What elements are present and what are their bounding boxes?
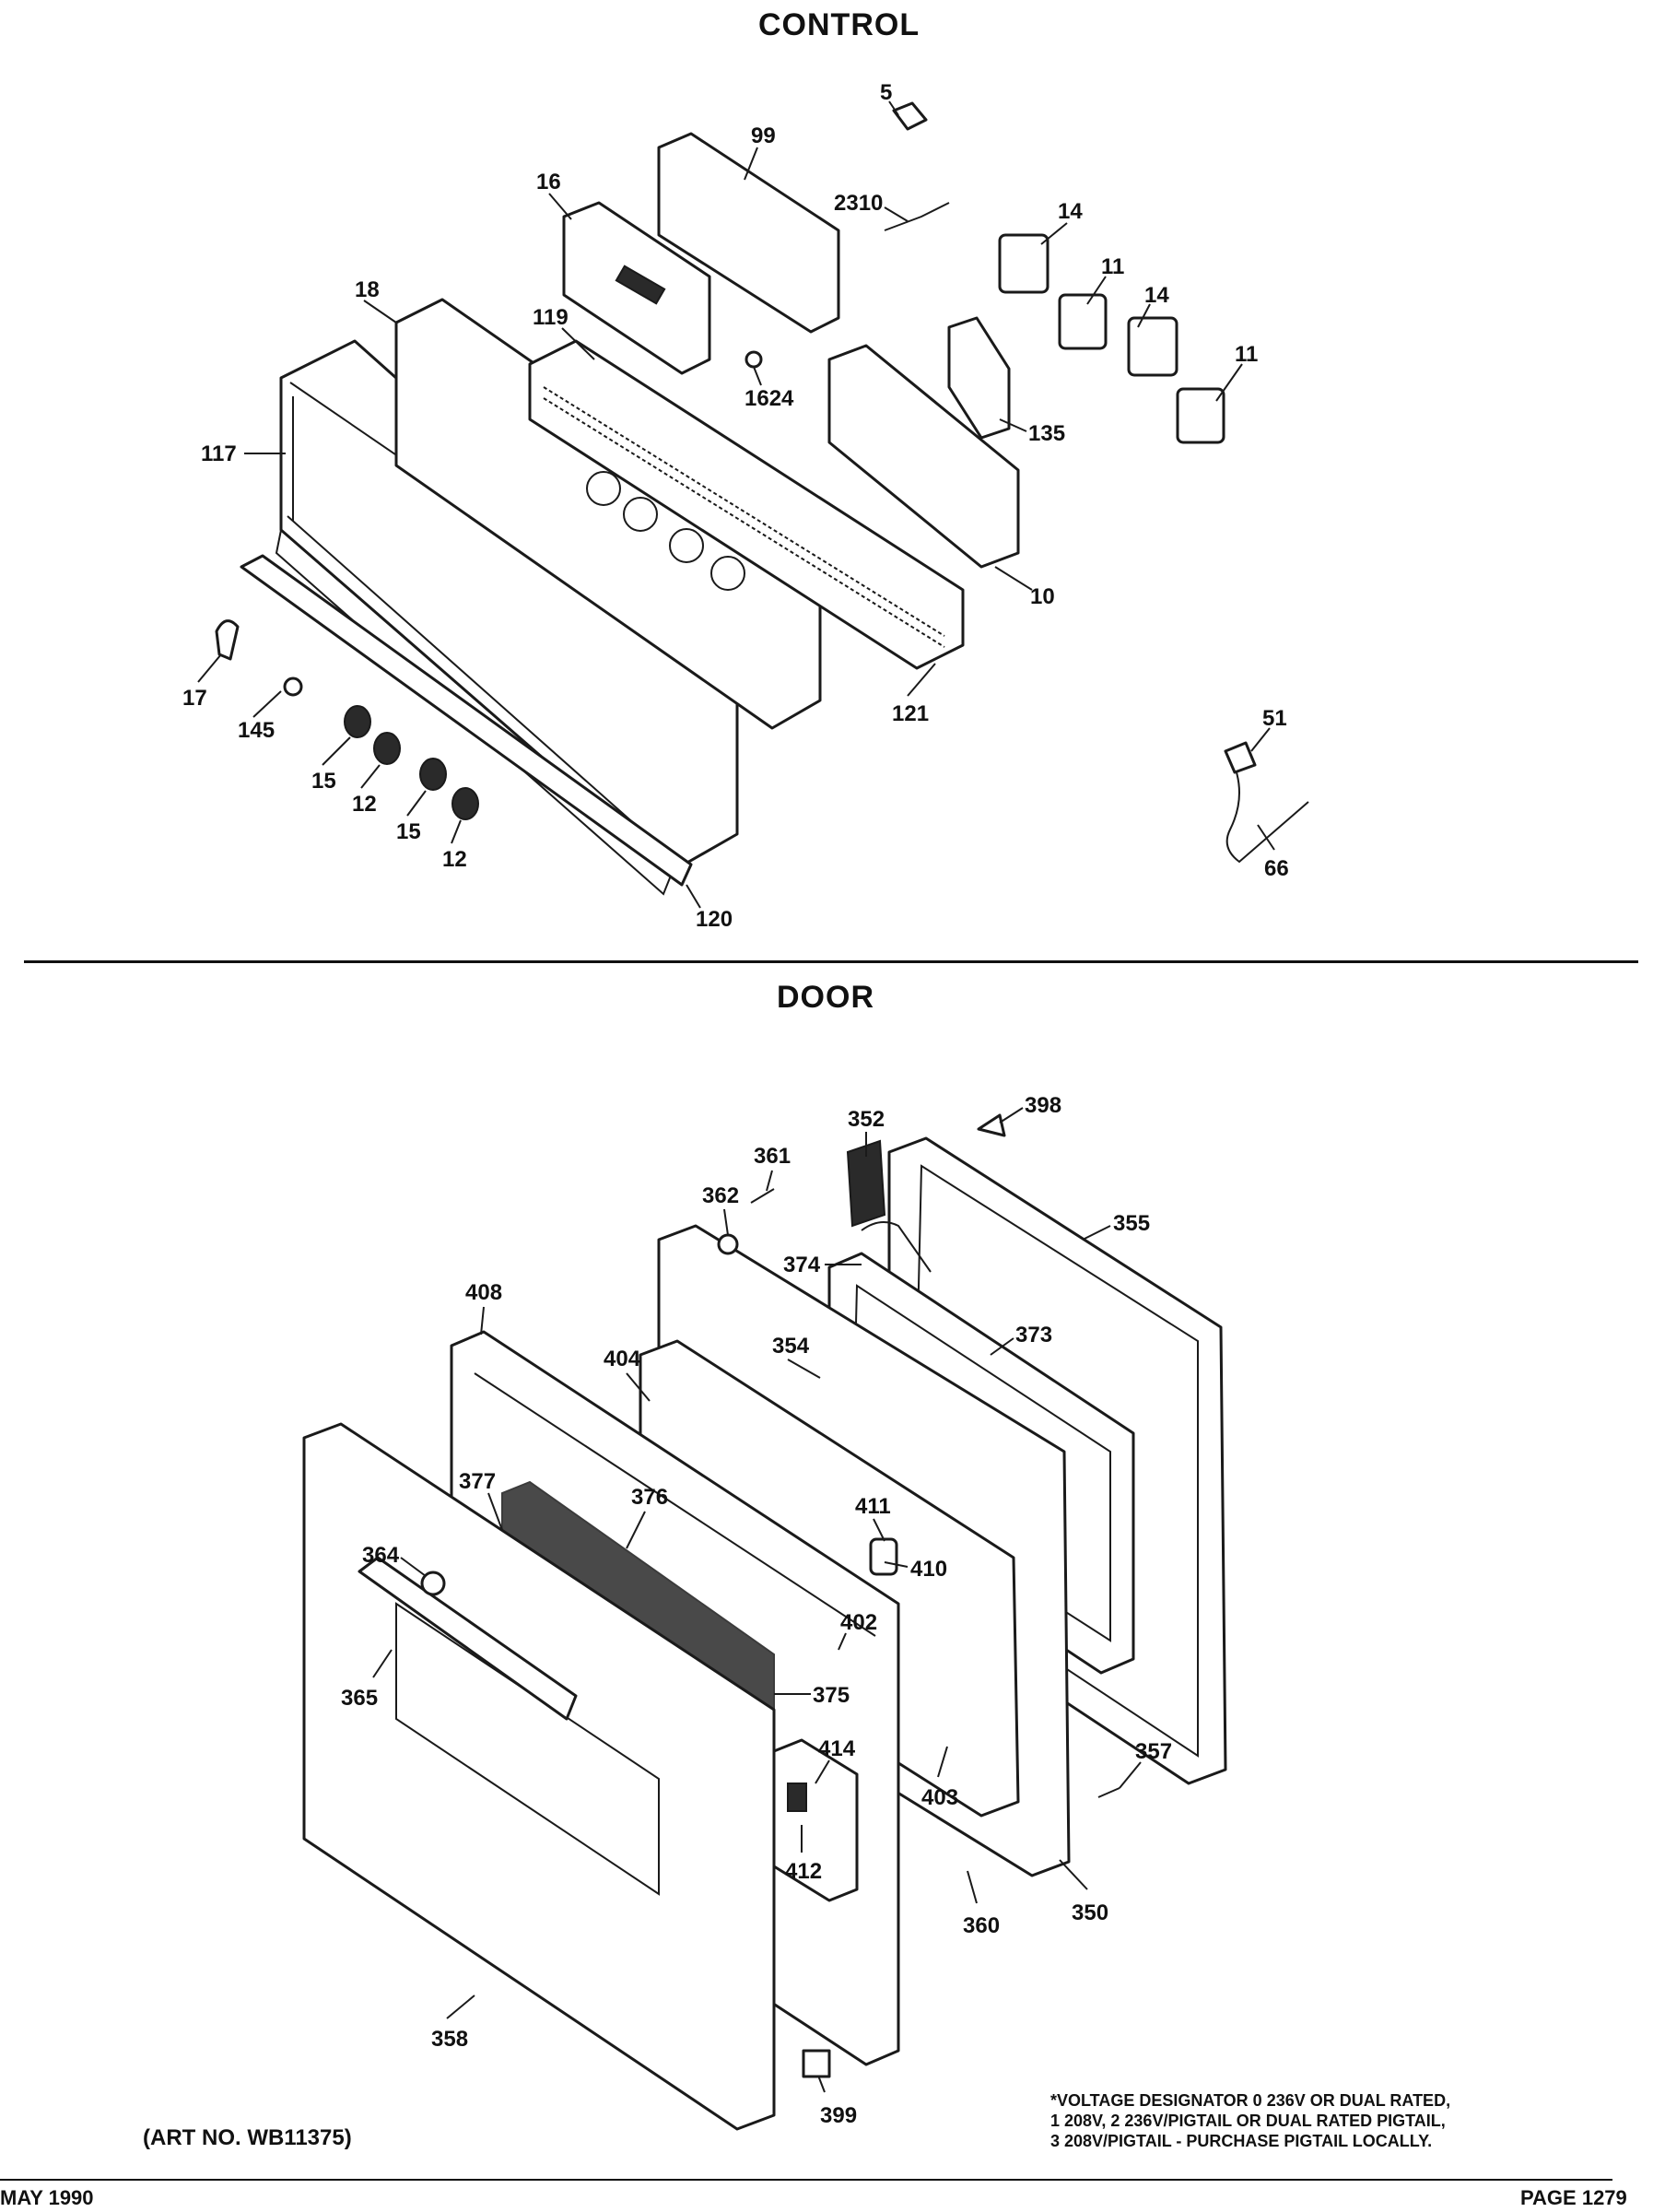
callout-414: 414 bbox=[818, 1736, 856, 1761]
control-callouts: 5 99 2310 16 14 11 14 11 18 119 1624 135… bbox=[182, 80, 1289, 932]
callout-398: 398 bbox=[1025, 1093, 1061, 1118]
callout-404: 404 bbox=[604, 1347, 641, 1371]
callout-352: 352 bbox=[848, 1107, 885, 1132]
callout-1624: 1624 bbox=[745, 386, 794, 411]
callout-365: 365 bbox=[341, 1686, 378, 1711]
callout-399: 399 bbox=[820, 2103, 857, 2128]
part-11-switch-a bbox=[1058, 293, 1108, 350]
voltage-note-line-1: *VOLTAGE DESIGNATOR 0 236V OR DUAL RATED… bbox=[1050, 2091, 1451, 2110]
callout-5: 5 bbox=[880, 80, 892, 105]
callout-15-b: 15 bbox=[396, 819, 421, 844]
callout-51: 51 bbox=[1262, 706, 1287, 731]
callout-364: 364 bbox=[362, 1543, 400, 1568]
callout-411: 411 bbox=[855, 1494, 891, 1519]
callout-362: 362 bbox=[702, 1183, 739, 1208]
control-leaders bbox=[197, 100, 1275, 909]
art-number: (ART NO. WB11375) bbox=[143, 2125, 352, 2150]
callout-376: 376 bbox=[631, 1485, 668, 1510]
callout-119: 119 bbox=[533, 305, 569, 330]
part-14-switch-b bbox=[1127, 316, 1178, 377]
callout-412: 412 bbox=[785, 1859, 822, 1884]
callout-120: 120 bbox=[696, 907, 733, 932]
part-120-trim bbox=[240, 554, 693, 887]
callout-15-a: 15 bbox=[311, 769, 336, 794]
callout-2310: 2310 bbox=[834, 191, 883, 216]
callout-373: 373 bbox=[1015, 1323, 1052, 1347]
door-section-title: DOOR bbox=[777, 980, 874, 1015]
part-357-screw bbox=[1097, 1787, 1120, 1798]
part-99-bracket bbox=[657, 132, 840, 334]
part-11-switch-b bbox=[1176, 387, 1225, 444]
part-15-knob-a bbox=[344, 705, 371, 738]
voltage-designator-note: *VOLTAGE DESIGNATOR 0 236V OR DUAL RATED… bbox=[1050, 2090, 1622, 2151]
door-parts bbox=[302, 1113, 1227, 2131]
part-1624-nut bbox=[745, 350, 763, 369]
part-145-clip bbox=[283, 677, 303, 697]
part-374-seal bbox=[861, 1221, 932, 1273]
callout-14-a: 14 bbox=[1058, 199, 1083, 224]
part-361-screw bbox=[750, 1188, 775, 1204]
voltage-note-line-2: 1 208V, 2 236V/PIGTAIL OR DUAL RATED PIG… bbox=[1050, 2112, 1446, 2130]
footer-page-number: PAGE 1279 bbox=[1520, 2186, 1627, 2209]
callout-350: 350 bbox=[1072, 1900, 1108, 1925]
part-352-seal bbox=[846, 1139, 886, 1228]
callout-99: 99 bbox=[751, 124, 776, 148]
callout-358: 358 bbox=[431, 2027, 468, 2052]
part-365-handle bbox=[358, 1556, 578, 1721]
part-362-washer bbox=[717, 1233, 739, 1255]
part-12-knob-a bbox=[373, 732, 401, 765]
part-5-socket bbox=[892, 101, 928, 131]
callout-121: 121 bbox=[892, 701, 929, 726]
callout-403: 403 bbox=[921, 1785, 958, 1810]
callout-361: 361 bbox=[754, 1144, 791, 1169]
callout-14-b: 14 bbox=[1144, 283, 1169, 308]
callout-117: 117 bbox=[201, 441, 237, 466]
section-divider bbox=[24, 960, 1638, 963]
control-section-title: CONTROL bbox=[758, 7, 920, 42]
callout-375: 375 bbox=[813, 1683, 850, 1708]
callout-18: 18 bbox=[355, 277, 380, 302]
part-12-knob-b bbox=[451, 787, 479, 820]
door-callouts: 398 352 361 362 355 374 408 373 404 354 … bbox=[341, 1093, 1172, 2128]
callout-357: 357 bbox=[1135, 1739, 1172, 1764]
callout-377: 377 bbox=[459, 1469, 496, 1494]
part-14-switch-a bbox=[998, 233, 1049, 294]
callout-11-b: 11 bbox=[1235, 342, 1258, 367]
part-51-connector bbox=[1224, 741, 1257, 774]
part-135-bracket bbox=[947, 316, 1011, 440]
callout-12-a: 12 bbox=[352, 792, 377, 817]
callout-17: 17 bbox=[182, 686, 207, 711]
part-399-block bbox=[802, 2049, 831, 2078]
voltage-note-line-3: 3 208V/PIGTAIL - PURCHASE PIGTAIL LOCALL… bbox=[1050, 2132, 1433, 2150]
part-17-bulb bbox=[215, 619, 240, 661]
part-10-plate bbox=[827, 344, 1020, 569]
callout-354: 354 bbox=[772, 1334, 810, 1359]
callout-402: 402 bbox=[840, 1610, 877, 1635]
part-15-knob-b bbox=[419, 758, 447, 791]
part-18-panel bbox=[394, 298, 822, 730]
footer-date: MAY 1990 bbox=[0, 2186, 94, 2209]
callout-145: 145 bbox=[238, 718, 275, 743]
door-leaders bbox=[372, 1107, 1142, 2093]
callout-10: 10 bbox=[1030, 584, 1055, 609]
part-398-bumper bbox=[977, 1113, 1006, 1137]
control-parts bbox=[215, 101, 1309, 896]
callout-11-a: 11 bbox=[1101, 254, 1124, 279]
callout-135: 135 bbox=[1028, 421, 1065, 446]
callout-360: 360 bbox=[963, 1913, 1000, 1938]
part-364-cap bbox=[420, 1571, 446, 1596]
callout-66: 66 bbox=[1264, 856, 1289, 881]
callout-355: 355 bbox=[1113, 1211, 1150, 1236]
callout-16: 16 bbox=[536, 170, 561, 194]
part-66-harness bbox=[1225, 755, 1309, 864]
part-410-latch bbox=[869, 1537, 898, 1576]
callout-12-b: 12 bbox=[442, 847, 467, 872]
callout-408: 408 bbox=[465, 1280, 502, 1305]
callout-374: 374 bbox=[783, 1253, 821, 1277]
callout-410: 410 bbox=[910, 1557, 947, 1582]
footer-divider bbox=[0, 2179, 1612, 2181]
